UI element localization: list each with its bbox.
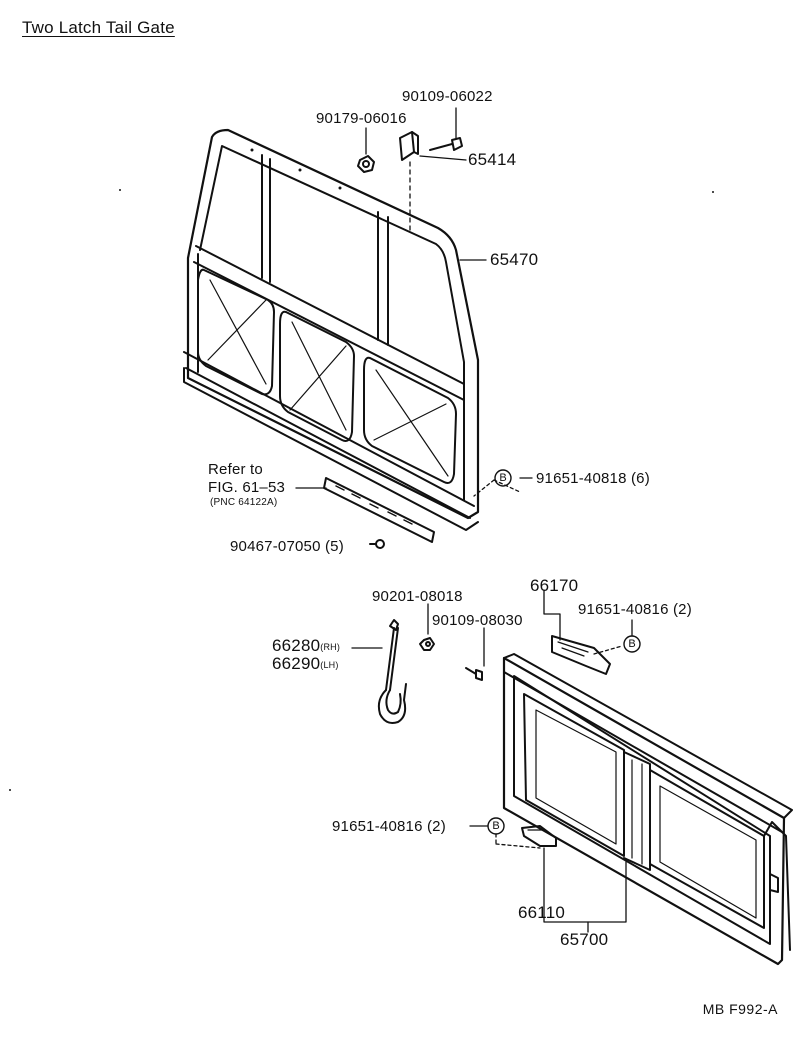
label-65700: 65700 xyxy=(560,930,609,949)
label-66280-suffix: (RH) xyxy=(320,642,341,652)
cable-66280-66290 xyxy=(379,620,406,723)
label-90109-06022: 90109-06022 xyxy=(402,88,493,105)
label-66280-rh: 66280(RH) xyxy=(272,636,340,656)
latch-66110 xyxy=(522,826,556,846)
nut-90179-06016 xyxy=(358,156,374,172)
diagram-title: Two Latch Tail Gate xyxy=(22,18,175,37)
label-90467-07050: 90467-07050 (5) xyxy=(230,538,344,555)
bolt-90109-06022 xyxy=(430,138,462,150)
refer-line-2: FIG. 61–53 xyxy=(208,479,286,496)
nut-90201-08018 xyxy=(420,638,434,650)
label-90179-06016: 90179-06016 xyxy=(316,110,407,127)
label-91651-40818: 91651-40818 (6) xyxy=(536,470,650,487)
label-90109-08030: 90109-08030 xyxy=(432,612,523,629)
label-66280-number: 66280 xyxy=(272,636,321,655)
label-66290-suffix: (LH) xyxy=(320,660,339,670)
refer-line-1: Refer to xyxy=(208,461,263,478)
upper-frame-65470 xyxy=(184,130,478,530)
label-91651-40816-lower: 91651-40816 (2) xyxy=(332,818,446,835)
symbol-b-2: B xyxy=(628,638,635,650)
label-66290-number: 66290 xyxy=(272,654,321,673)
label-65414: 65414 xyxy=(468,150,517,169)
handle-66170 xyxy=(552,636,610,674)
label-66110: 66110 xyxy=(518,903,566,922)
screw-90467-07050 xyxy=(370,540,384,548)
label-65470: 65470 xyxy=(490,250,539,269)
bracket-65414 xyxy=(400,132,418,160)
symbol-b-circle-3 xyxy=(488,818,504,834)
tailgate-65700 xyxy=(504,654,792,964)
label-91651-40816-upper: 91651-40816 (2) xyxy=(578,601,692,618)
bolt-90109-08030 xyxy=(466,668,482,680)
refer-line-3: (PNC 64122A) xyxy=(210,497,278,508)
figure-code: MB F992-A xyxy=(702,1001,778,1017)
symbol-b-3: B xyxy=(492,820,499,832)
symbol-b-circle-2 xyxy=(624,636,640,652)
symbol-b-circle-1 xyxy=(495,470,511,486)
label-66290-lh: 66290(LH) xyxy=(272,654,339,674)
symbol-b-1: B xyxy=(499,472,506,484)
striker-plate xyxy=(324,478,434,542)
label-90201-08018: 90201-08018 xyxy=(372,588,463,605)
label-66170: 66170 xyxy=(530,576,579,595)
